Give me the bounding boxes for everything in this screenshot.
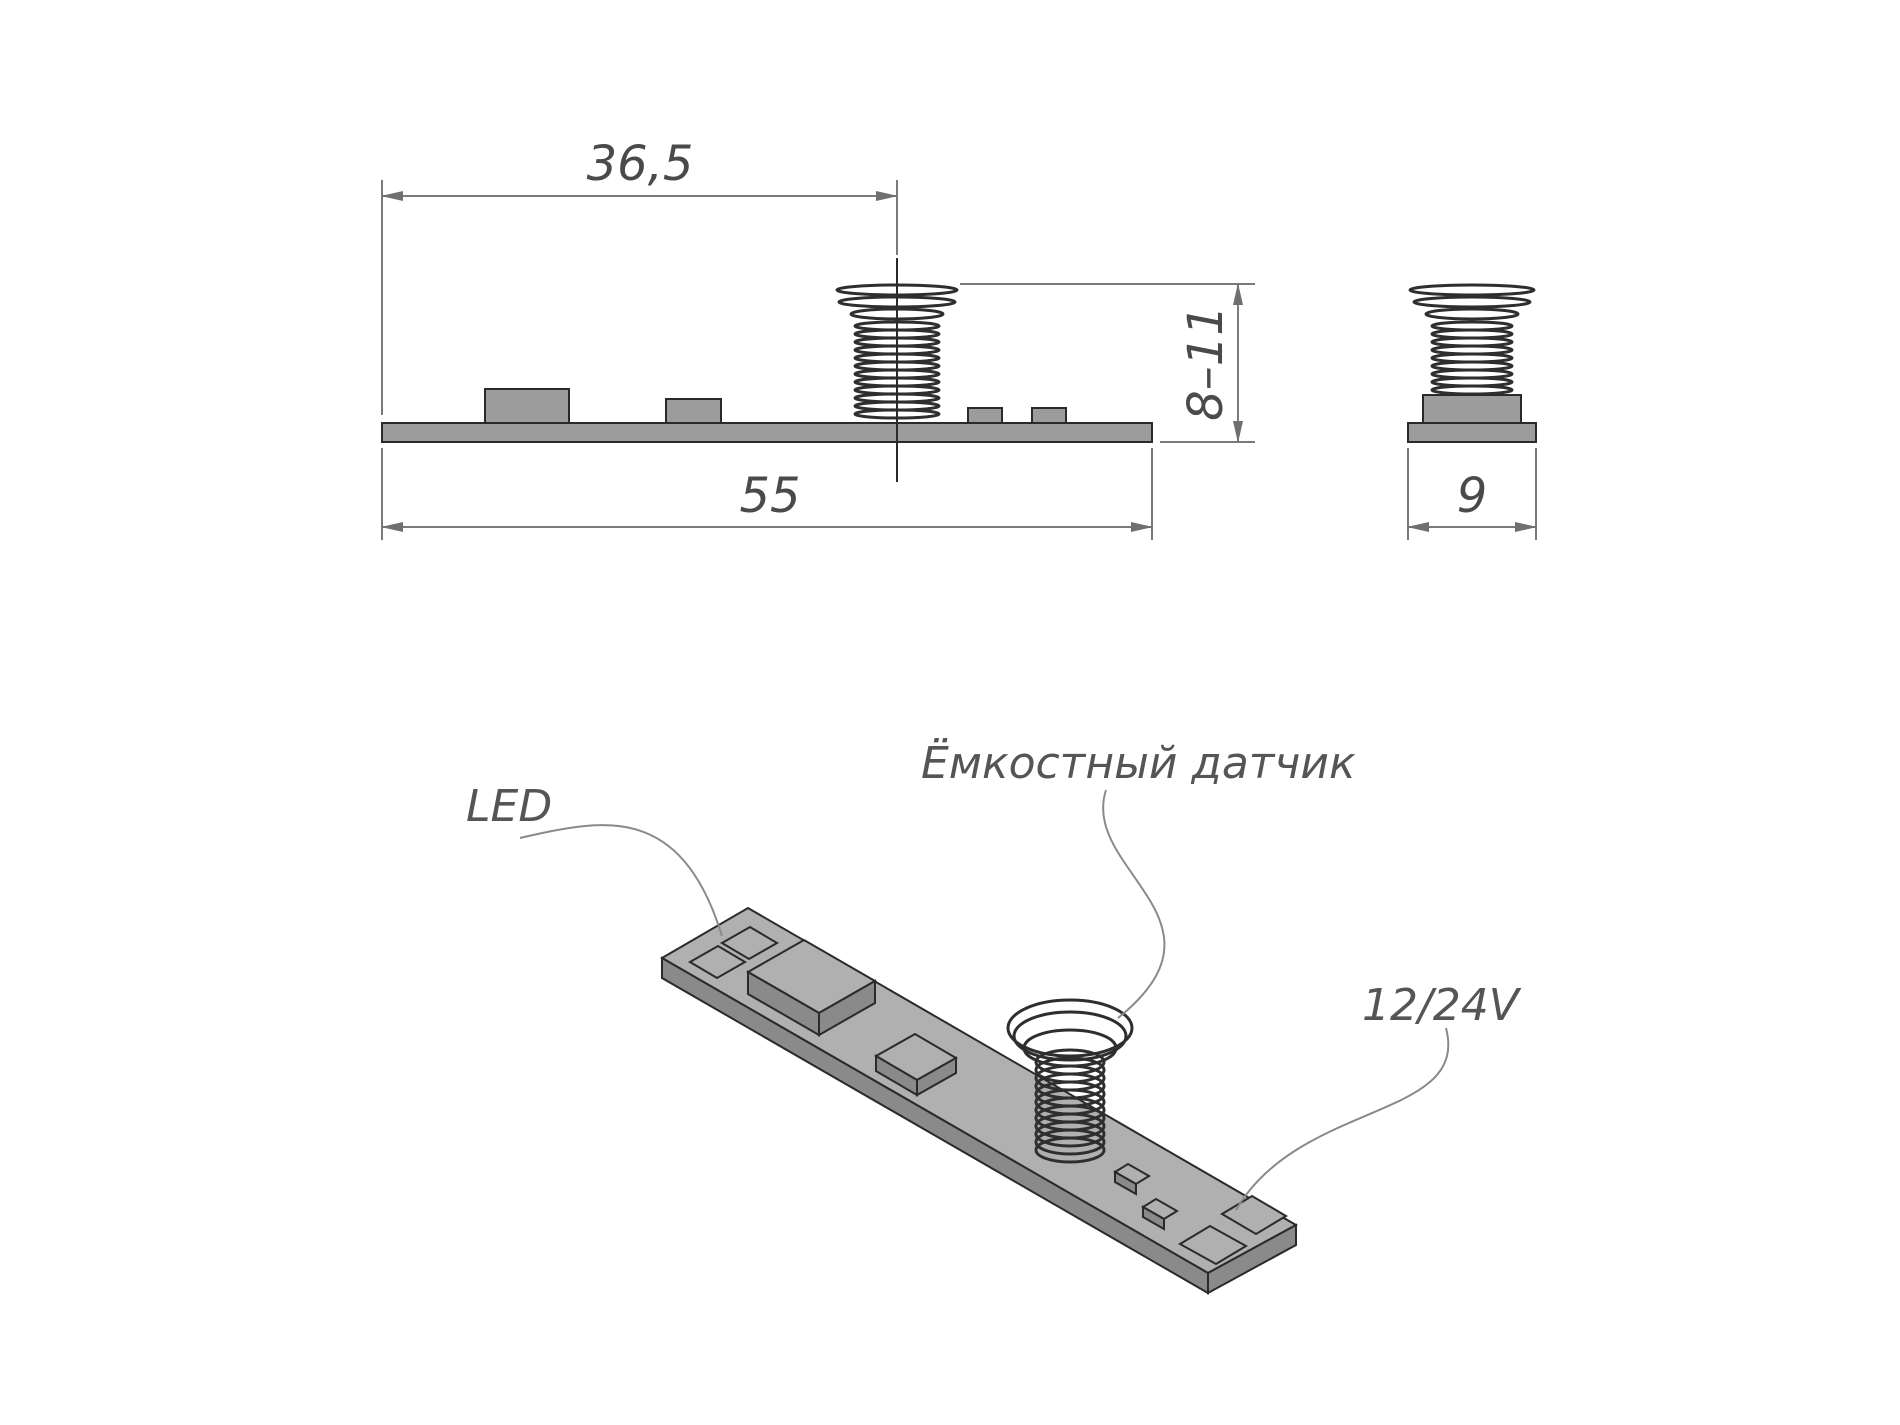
- end-spring-base: [1422, 394, 1522, 424]
- iso-power-pad-1: [1178, 1224, 1248, 1266]
- spring-coil: [1424, 307, 1520, 321]
- end-view: 9: [1407, 283, 1537, 540]
- side-view: 36,5 55 8–11: [381, 136, 1255, 540]
- callout-sensor: Ёмкостный датчик: [921, 737, 1356, 789]
- iso-spring: [1006, 998, 1134, 1164]
- spring-coil: [1430, 384, 1514, 396]
- iso-board-front: [661, 956, 1209, 1295]
- iso-led-chip-side: [818, 979, 876, 1037]
- side-smd-2: [1031, 407, 1067, 424]
- isometric-view: LED Ёмкостный датчик 12/24V: [466, 737, 1522, 1295]
- spring-coil: [1034, 1056, 1106, 1084]
- end-spring: [1408, 283, 1536, 396]
- callout-power: 12/24V: [1362, 980, 1522, 1031]
- callout-led: LED: [466, 781, 552, 832]
- dim-sensor-offset: 36,5: [587, 136, 694, 192]
- side-board: [381, 422, 1153, 443]
- spring-coil: [1034, 1048, 1106, 1076]
- spring-coil: [1006, 998, 1134, 1058]
- leader-sensor: [1102, 789, 1166, 1019]
- iso-led-pad-2: [720, 925, 779, 961]
- iso-led-pad-1: [688, 944, 747, 980]
- spring-coil: [1012, 1010, 1128, 1062]
- dim-spring-height: 8–11: [1178, 305, 1234, 421]
- spring-coil: [1412, 295, 1532, 309]
- iso-board-top: [660, 906, 1299, 1275]
- dim-width: 9: [1457, 468, 1488, 524]
- leader-led: [519, 824, 723, 937]
- dim-length: 55: [739, 468, 800, 524]
- iso-ic-chip-side: [916, 1056, 957, 1097]
- spring-coil: [1408, 283, 1536, 297]
- iso-board-end: [1207, 1223, 1297, 1295]
- end-board: [1407, 422, 1537, 443]
- side-ic-chip: [665, 398, 722, 424]
- leader-power: [1235, 1027, 1450, 1211]
- side-led-chip: [484, 388, 570, 424]
- side-smd-1: [967, 407, 1003, 424]
